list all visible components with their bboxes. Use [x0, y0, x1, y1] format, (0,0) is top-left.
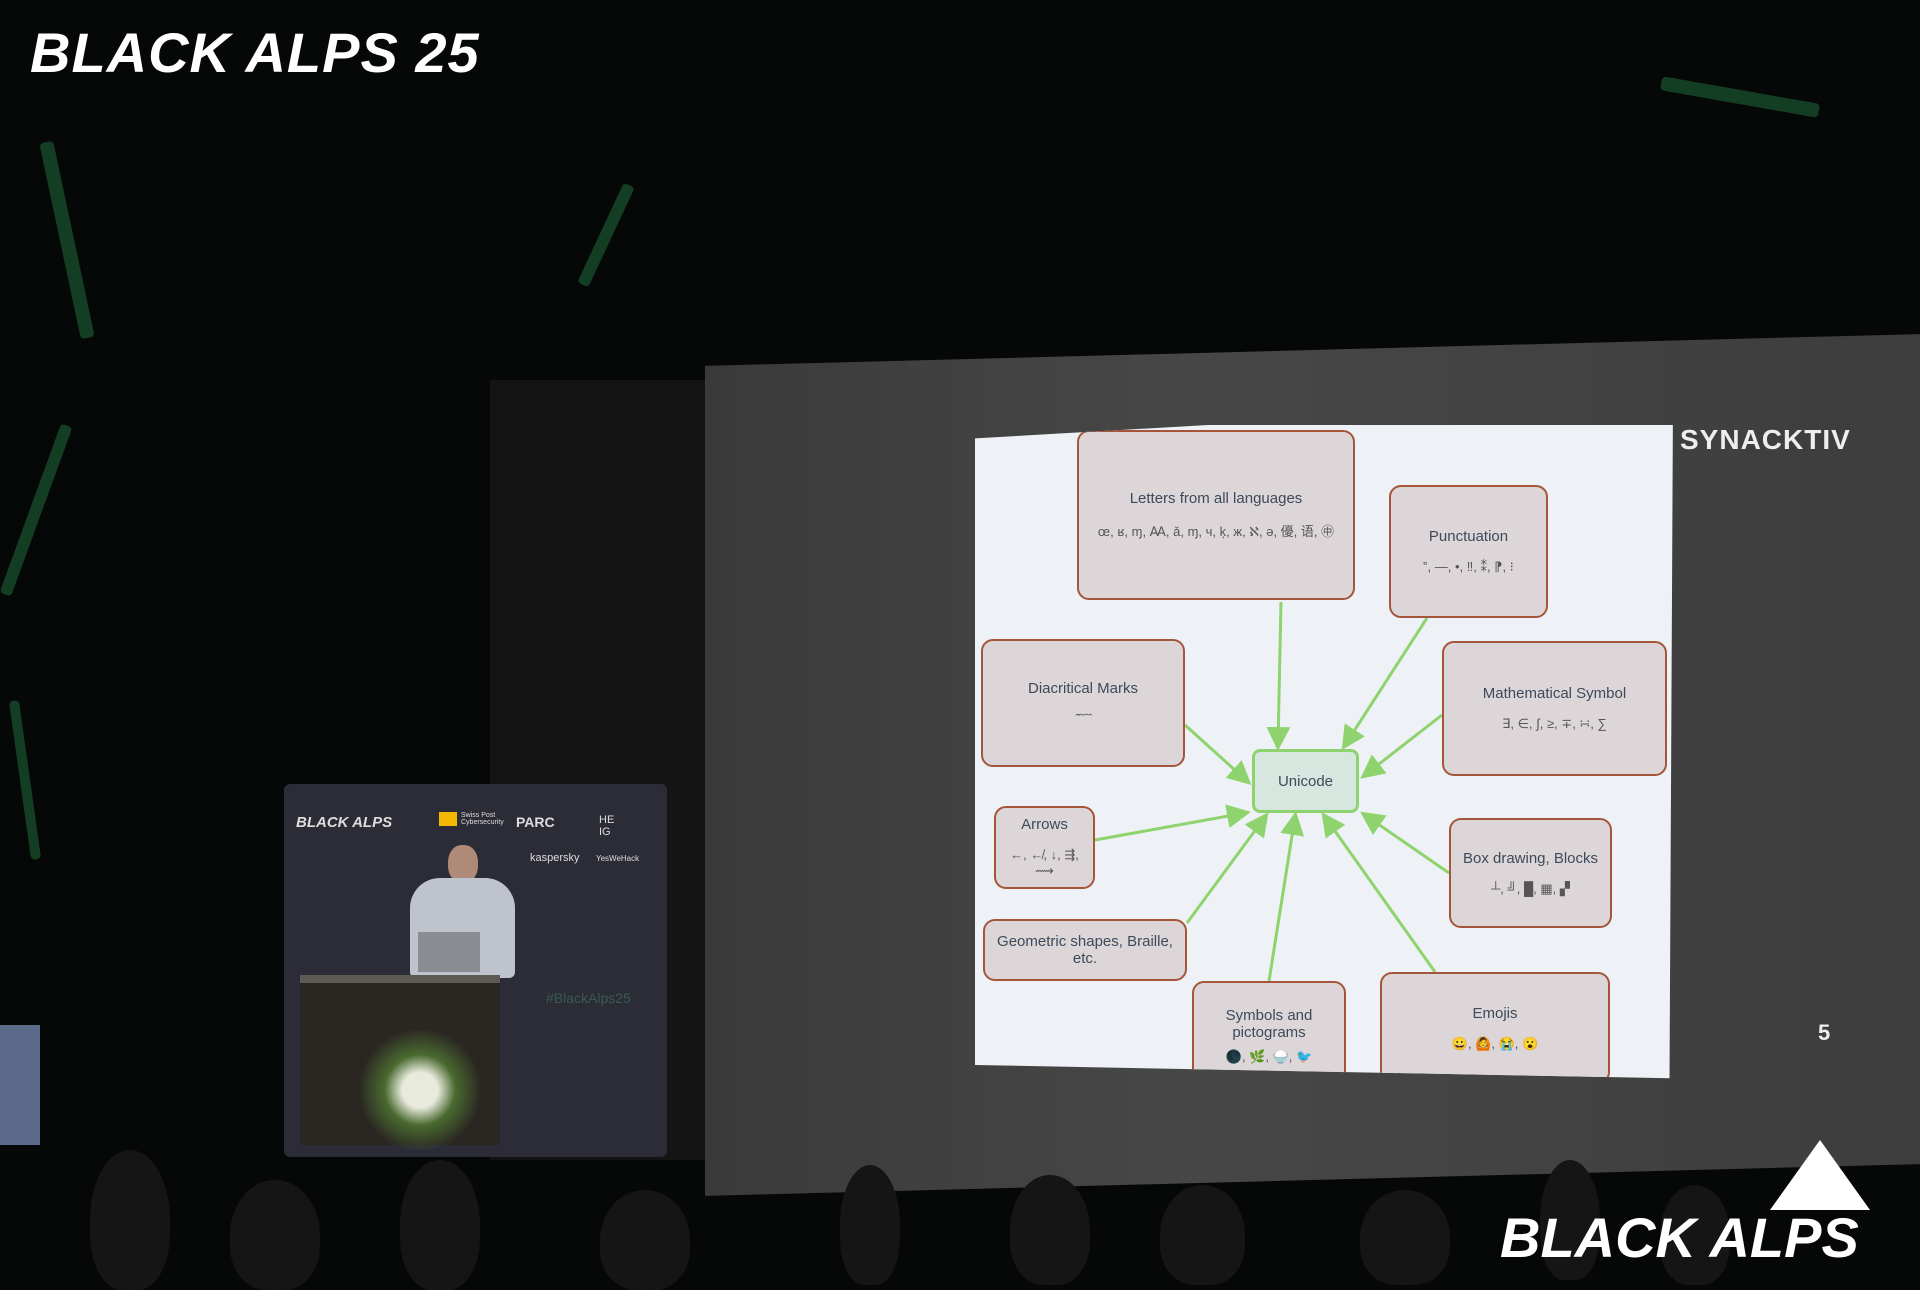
- stage-light-stripe: [39, 140, 95, 340]
- box-title: Symbols and pictograms: [1225, 1007, 1313, 1041]
- slide-page-number: 5: [1818, 1020, 1831, 1045]
- sponsor-kaspersky: kaspersky: [530, 852, 580, 864]
- laptop: [418, 932, 480, 972]
- box-title: Punctuation: [1428, 528, 1509, 545]
- arrow-letters: [1266, 601, 1291, 751]
- sponsor-yeswehack: YesWeHack: [596, 854, 640, 863]
- arrow-diacritical: [1183, 723, 1252, 786]
- audience-head: [600, 1190, 690, 1290]
- box-symbols: ∃, ∈, ∫, ≥, ∓, ∺, ∑: [1502, 716, 1607, 731]
- box-letters: Letters from all languages œ, ʁ, ɱ, Ꜳ, ǎ,…: [1077, 430, 1355, 600]
- box-title: Unicode: [1277, 772, 1334, 790]
- audience-head: [230, 1180, 320, 1290]
- audience-head: [1660, 1185, 1730, 1285]
- arrow-symbols: [1267, 811, 1305, 982]
- arrow-geometric: [1185, 812, 1269, 924]
- sponsor-swiss-post: Swiss Post Cybersecurity: [439, 812, 519, 826]
- sponsor-heig: HE IG: [599, 814, 615, 838]
- connector-arrows: [1094, 601, 1450, 982]
- box-math: Mathematical Symbol ∃, ∈, ∫, ≥, ∓, ∺, ∑: [1442, 641, 1667, 776]
- box-symbols: ┴, ╝, █, ▦, ▞: [1491, 880, 1570, 896]
- box-symbols: ‟, —, •, ‼, ⁑, ⁋, ⁝: [1423, 559, 1514, 574]
- box-title: Mathematical Symbol: [1482, 685, 1627, 702]
- event-logo: BLACK ALPS 25: [30, 21, 480, 84]
- audience-head: [1160, 1185, 1245, 1285]
- corner-logo: BLACK ALPS: [1500, 1206, 1859, 1269]
- sponsor-parc: PARC: [516, 814, 555, 830]
- box-title: Box drawing, Blocks: [1462, 849, 1599, 867]
- box-title: Letters from all languages: [1129, 490, 1303, 507]
- box-title: Arrows: [1021, 816, 1068, 833]
- speaker-head: [448, 845, 478, 883]
- box-symbols: ̃ ̆ ̌ ̑ ̂: [1075, 711, 1091, 726]
- stage-light-stripe: [1659, 76, 1821, 118]
- audience-head: [840, 1165, 900, 1285]
- box-symbols-pictograms: Symbols and pictograms 🌑, 🌿, 🍚, 🐦: [1192, 981, 1346, 1079]
- box-arrows: Arrows ←, ↚, ↓, ⇶, ⟿: [994, 806, 1095, 889]
- box-symbols: 😀, 🙆, 😭, 😮: [1451, 1035, 1539, 1051]
- box-symbols: ←, ↚, ↓, ⇶, ⟿: [1010, 847, 1079, 878]
- stage-light-stripe: [8, 700, 42, 860]
- audience-head: [90, 1150, 170, 1290]
- banner-hashtag: #BlackAlps25: [546, 990, 631, 1006]
- box-emojis: Emojis 😀, 🙆, 😭, 😮: [1380, 972, 1610, 1079]
- box-box-drawing: Box drawing, Blocks ┴, ╝, █, ▦, ▞: [1449, 818, 1612, 928]
- flowers: [355, 1030, 485, 1150]
- box-punctuation: Punctuation ‟, —, •, ‼, ⁑, ⁋, ⁝: [1389, 485, 1548, 618]
- box-symbols: œ, ʁ, ɱ, Ꜳ, ǎ, ɱ, ч, ķ, ж, ℵ, ә, 優, 语, ㊥: [1097, 524, 1335, 539]
- box-title: Diacritical Marks: [1027, 680, 1138, 697]
- stage-light-stripe: [577, 182, 635, 288]
- audience-head: [1540, 1160, 1600, 1280]
- audience-head: [1010, 1175, 1090, 1285]
- side-monitor: [0, 1025, 40, 1145]
- slide-brand: SYNACKTIV: [1680, 424, 1851, 455]
- audience-head: [1360, 1190, 1450, 1285]
- arrow-emojis: [1321, 812, 1437, 973]
- slide: Letters from all languages œ, ʁ, ɱ, Ꜳ, ǎ,…: [975, 425, 1673, 1079]
- audience-head: [400, 1160, 480, 1290]
- arrow-box: [1360, 811, 1450, 875]
- stage-light-stripe: [0, 423, 73, 597]
- arrow-punctuation: [1341, 617, 1429, 751]
- box-geometric: Geometric shapes, Braille, etc.: [983, 919, 1187, 981]
- box-title: Geometric shapes, Braille, etc.: [997, 933, 1173, 967]
- arrow-math: [1360, 713, 1443, 779]
- box-title: Emojis: [1472, 1004, 1518, 1022]
- corner-logo-mountain-icon: [1770, 1140, 1870, 1210]
- box-symbols: 🌑, 🌿, 🍚, 🐦: [1225, 1049, 1313, 1064]
- box-unicode: Unicode: [1252, 749, 1359, 813]
- banner-logo: BLACK ALPS: [296, 814, 393, 831]
- arrow-arrows: [1094, 804, 1251, 842]
- box-diacritical: Diacritical Marks̃ ̆ ̌ ̑ ̂: [981, 639, 1185, 767]
